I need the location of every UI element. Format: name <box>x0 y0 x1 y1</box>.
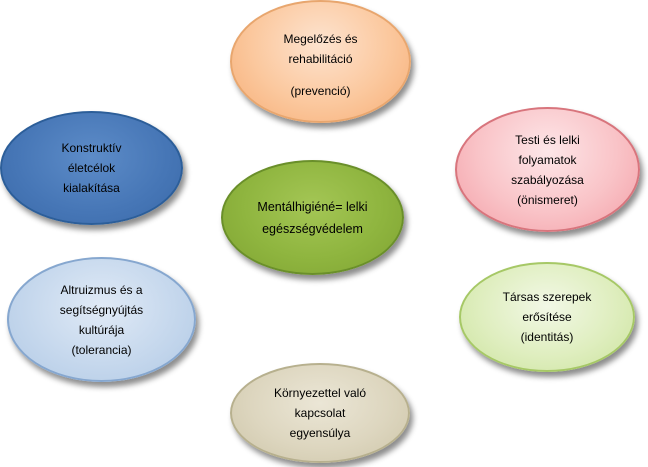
node-mental-hygiene-center: Mentálhigiéné= lelki egészségvédelem <box>221 160 404 275</box>
node-identity-label: Társas szerepek erősítése (identitás) <box>503 287 592 347</box>
node-text-line: életcélok <box>67 161 116 175</box>
node-tolerance-label: Altruizmus és a segítségnyújtás kultúráj… <box>60 280 143 360</box>
node-text-line: Környezettel való <box>273 386 367 400</box>
node-text-line: kialakítása <box>63 181 120 195</box>
node-text-line: egyensúlya <box>289 426 351 440</box>
node-text-line: (tolerancia) <box>71 342 132 357</box>
node-text-line: erősítése <box>522 310 572 324</box>
node-tolerance: Altruizmus és a segítségnyújtás kultúráj… <box>7 257 196 382</box>
node-environment-balance: Környezettel való kapcsolat egyensúlya <box>230 363 410 463</box>
node-text-line: Társas szerepek <box>502 290 592 304</box>
node-identity: Társas szerepek erősítése (identitás) <box>459 262 635 372</box>
node-life-goals: Konstruktív életcélok kialakítása <box>0 111 183 225</box>
node-prevention: Megelőzés és rehabilitáció (prevenció) <box>230 0 411 123</box>
center-label: Mentálhigiéné= lelki egészségvédelem <box>257 196 367 240</box>
line-gap <box>283 69 357 81</box>
center-text-line: Mentálhigiéné= lelki <box>257 199 368 214</box>
node-text-line: Testi és lelki <box>515 132 580 147</box>
center-text-line: egészségvédelem <box>262 221 363 236</box>
node-text-line: (prevenció) <box>290 83 351 98</box>
node-environment-balance-label: Környezettel való kapcsolat egyensúlya <box>274 383 366 443</box>
node-text-line: Altruizmus és a <box>60 282 143 297</box>
node-text-line: (identitás) <box>520 330 574 344</box>
node-text-line: kapcsolat <box>294 406 346 420</box>
node-prevention-label: Megelőzés és rehabilitáció (prevenció) <box>283 29 357 101</box>
node-text-line: rehabilitáció <box>288 51 353 66</box>
node-text-line: Megelőzés és <box>283 31 358 46</box>
node-text-line: (önismeret) <box>517 192 578 207</box>
node-text-line: szabályozása <box>511 172 584 187</box>
node-text-line: Konstruktív <box>61 141 122 155</box>
node-text-line: segítségnyújtás <box>59 302 144 317</box>
node-text-line: kultúrája <box>78 322 125 337</box>
node-text-line: folyamatok <box>518 152 577 167</box>
node-self-knowledge-label: Testi és lelki folyamatok szabályozása (… <box>511 130 584 210</box>
node-self-knowledge: Testi és lelki folyamatok szabályozása (… <box>455 107 640 232</box>
node-life-goals-label: Konstruktív életcélok kialakítása <box>61 138 121 198</box>
